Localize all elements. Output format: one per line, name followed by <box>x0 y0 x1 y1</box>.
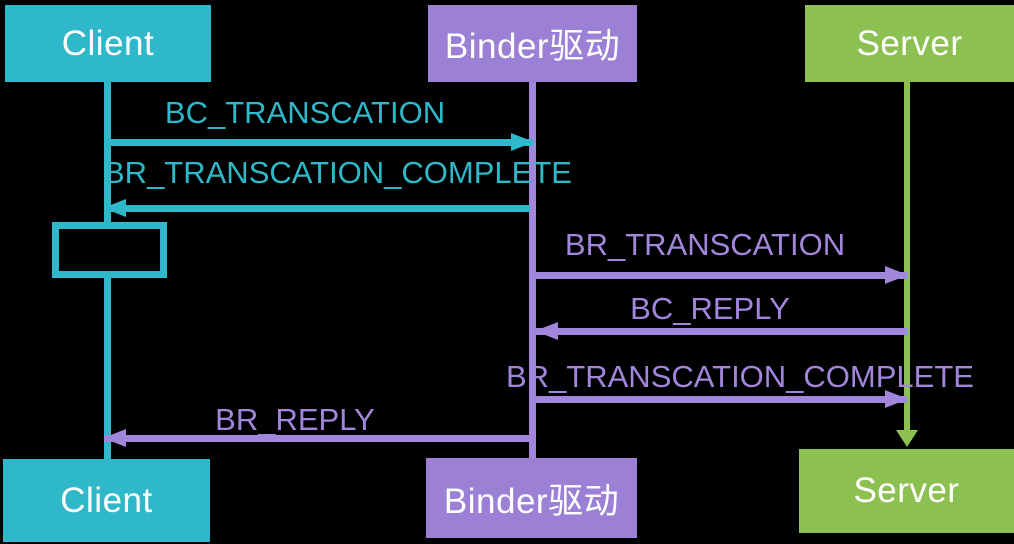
actor-server-top: Server <box>805 5 1014 82</box>
binder-driver-lifeline <box>529 82 536 458</box>
message-label-bc-reply: BC_REPLY <box>630 291 790 326</box>
server-lifeline-arrowhead-icon <box>896 430 918 447</box>
arrow-shaft <box>536 272 907 279</box>
arrowhead-right-icon <box>511 133 534 151</box>
actor-binder-driver-bottom: Binder驱动 <box>426 458 637 538</box>
message-label-br-transcation-complete-client: BR_TRANSCATION_COMPLETE <box>104 155 572 190</box>
actor-server-bottom-label: Server <box>853 471 960 510</box>
actor-server-top-label: Server <box>856 23 963 63</box>
arrowhead-left-icon <box>535 322 558 340</box>
actor-client-bottom: Client <box>3 459 210 542</box>
message-label-br-reply: BR_REPLY <box>215 402 375 437</box>
arrowhead-left-icon <box>103 199 126 217</box>
actor-client-top: Client <box>5 5 211 82</box>
message-arrow-bc-transcation <box>107 133 534 151</box>
message-label-bc-transcation: BC_TRANSCATION <box>164 95 446 130</box>
arrowhead-right-icon <box>885 266 908 284</box>
message-arrow-br-transcation-complete-server <box>536 390 908 408</box>
actor-binder-driver-bottom-label: Binder驱动 <box>443 481 620 521</box>
actor-binder-driver-top: Binder驱动 <box>428 5 637 82</box>
message-label-br-transcation-complete-server: BR_TRANSCATION_COMPLETE <box>506 359 974 394</box>
arrow-shaft <box>107 139 533 146</box>
arrowhead-right-icon <box>885 390 908 408</box>
actor-client-bottom-label: Client <box>60 480 153 520</box>
arrow-shaft <box>536 328 907 335</box>
message-arrow-br-transcation-complete-client <box>103 199 530 217</box>
message-arrow-br-reply <box>103 429 533 447</box>
message-label-br-transcation: BR_TRANSCATION <box>564 227 846 262</box>
client-activation-box <box>52 222 167 278</box>
message-arrow-bc-reply <box>535 322 907 340</box>
arrow-shaft <box>104 205 530 212</box>
actor-server-bottom: Server <box>799 449 1014 533</box>
arrow-shaft <box>536 396 907 403</box>
arrow-shaft <box>104 435 533 442</box>
actor-binder-driver-top-label: Binder驱动 <box>444 27 621 66</box>
arrowhead-left-icon <box>103 429 126 447</box>
message-arrow-br-transcation <box>536 266 908 284</box>
actor-client-top-label: Client <box>61 23 155 63</box>
server-lifeline <box>904 82 910 431</box>
